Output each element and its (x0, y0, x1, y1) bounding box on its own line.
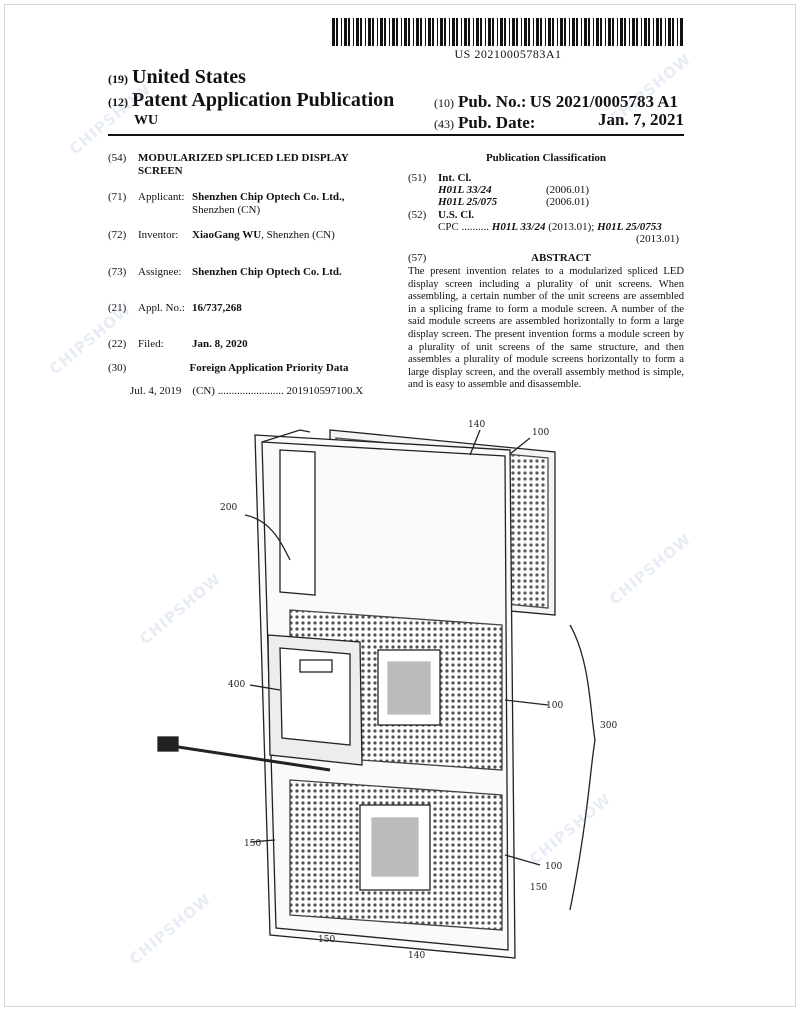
pub-date: (43)Pub. Date: Jan. 7, 2021 (434, 110, 684, 132)
ref-400: 400 (228, 680, 245, 690)
foreign-priority-entry: Jul. 4, 2019 (CN) ......................… (130, 385, 364, 397)
ref-150-left: 150 (244, 839, 261, 849)
barcode (332, 18, 683, 46)
page-frame (4, 4, 796, 1007)
inventor: XiaoGang WU, Shenzhen (CN) (192, 229, 335, 241)
pub-number: (10)Pub. No.: US 2021/0005783 A1 (434, 92, 679, 111)
country-heading: (19)United States (108, 66, 246, 88)
ref-100-low: 100 (545, 862, 562, 872)
title-line-2: SCREEN (138, 165, 183, 177)
int-cl-1: H01L 33/24 (438, 184, 492, 196)
filed-date: Jan. 8, 2020 (192, 338, 248, 350)
pub-class-heading: Publication Classification (485, 152, 607, 164)
appl-number: 16/737,268 (192, 302, 242, 314)
abstract-heading: ABSTRACT (531, 252, 591, 264)
ref-300: 300 (600, 721, 617, 731)
barcode-number: US 20210005783A1 (454, 47, 562, 61)
applicant-name: Shenzhen Chip Optech Co. Ltd., (192, 191, 345, 203)
patent-drawing: 140 100 200 400 100 300 150 100 150 150 … (157, 420, 617, 961)
int-cl-2: H01L 25/075 (438, 196, 498, 208)
inventor-surname: WU (134, 113, 159, 128)
foreign-priority-heading: Foreign Application Priority Data (189, 362, 349, 374)
ref-100-mid: 100 (546, 701, 563, 711)
cpc-line: CPC .......... H01L 33/24 (2013.01); H01… (438, 221, 662, 233)
header-rule (108, 134, 684, 136)
abstract-text: The present invention relates to a modul… (408, 266, 684, 391)
title-line-1: MODULARIZED SPLICED LED DISPLAY (138, 152, 349, 164)
ref-150-bottom: 150 (318, 935, 335, 945)
ref-140-top: 140 (468, 420, 485, 430)
ref-100-top: 100 (532, 428, 549, 438)
publication-kind-heading: (12)Patent Application Publication (108, 89, 395, 111)
applicant-place: Shenzhen (CN) (192, 204, 261, 216)
ref-150-right: 150 (530, 883, 547, 893)
assignee-name: Shenzhen Chip Optech Co. Ltd. (192, 266, 342, 278)
ref-200: 200 (220, 503, 237, 513)
ref-140-bottom: 140 (408, 951, 425, 961)
